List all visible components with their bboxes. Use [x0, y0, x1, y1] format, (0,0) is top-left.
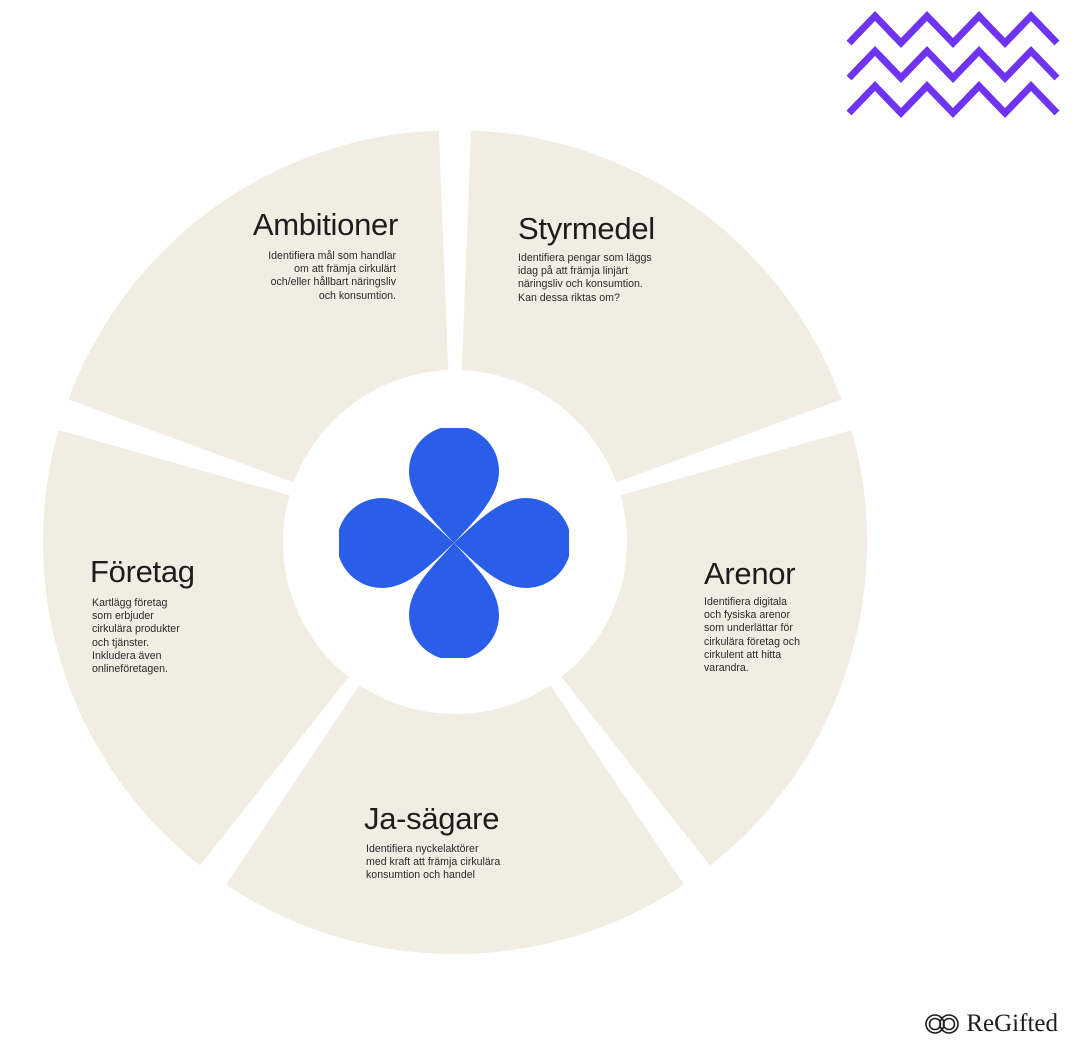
- segment-ja-sagare: [226, 685, 684, 954]
- brand-name: ReGifted: [966, 1010, 1058, 1037]
- segment-title-arenor: Arenor: [704, 556, 796, 591]
- segment-title-styrmedel: Styrmedel: [518, 211, 655, 246]
- segment-title-ambitioner: Ambitioner: [252, 207, 398, 242]
- segment-text-ambitioner: Identifiera mål som handlar om att främj…: [268, 250, 396, 302]
- segment-arenor: [561, 430, 867, 866]
- zigzag-pattern-icon: [846, 10, 1060, 119]
- segment-styrmedel: [461, 130, 842, 483]
- segment-ambitioner: [68, 130, 449, 483]
- segment-text-ja-sagare: Identifiera nyckelaktörer med kraft att …: [366, 843, 501, 882]
- segment-title-ja-sagare: Ja-sägare: [364, 801, 500, 836]
- segment-title-foretag: Företag: [90, 554, 195, 589]
- segment-text-foretag: Kartlägg företag som erbjuder cirkulära …: [92, 597, 180, 676]
- segment-foretag: [42, 430, 349, 866]
- knot-logo-icon: [925, 1014, 960, 1034]
- brand-logo: ReGifted: [924, 1010, 1058, 1038]
- segment-text-styrmedel: Identifiera pengar som läggs idag på att…: [518, 252, 652, 304]
- segment-text-arenor: Identifiera digitala och fysiska arenor …: [704, 596, 800, 675]
- four-petal-flower-icon: [339, 428, 569, 658]
